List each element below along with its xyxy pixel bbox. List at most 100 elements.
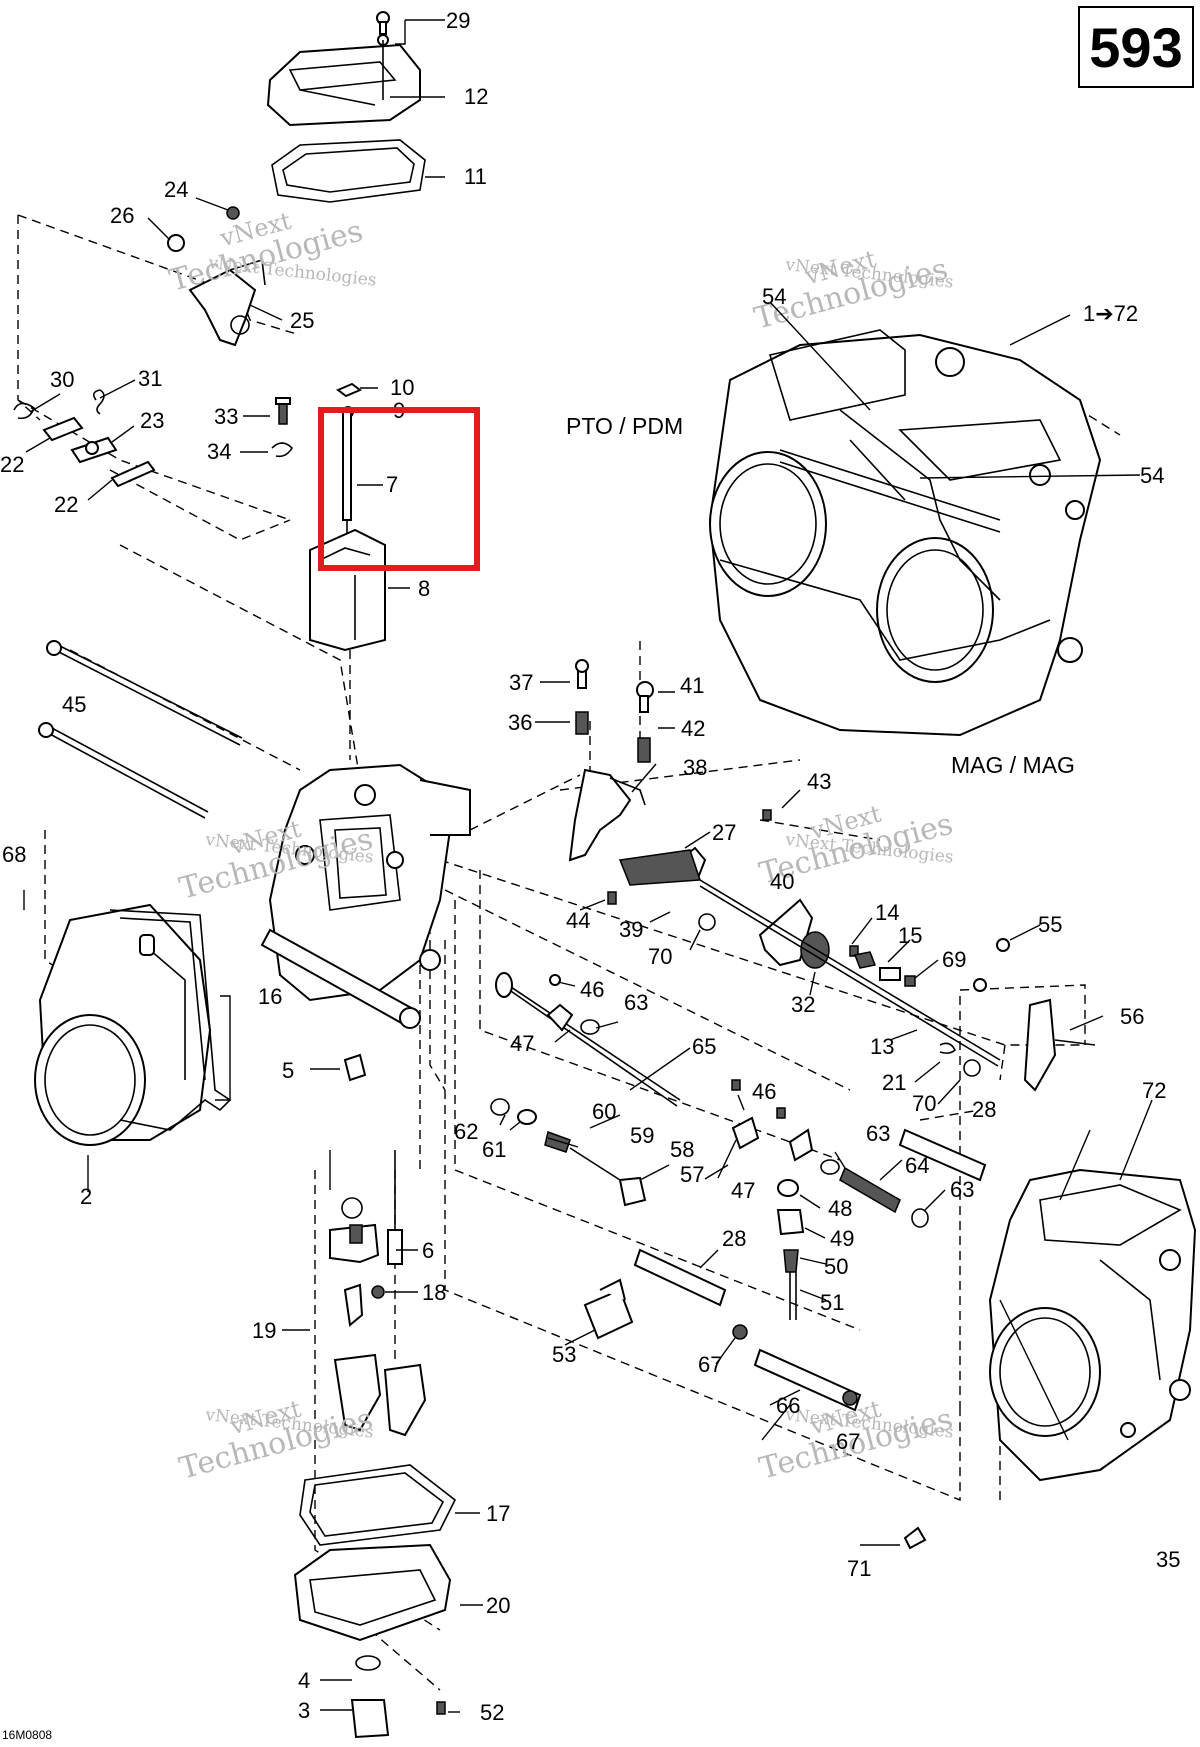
callout-63-low: 63 — [950, 1177, 974, 1202]
top-cover-gasket — [271, 139, 426, 203]
callout-32: 32 — [791, 992, 815, 1017]
callout-46-mid: 46 — [752, 1079, 776, 1104]
callout-26: 26 — [110, 203, 134, 228]
callout-49: 49 — [830, 1226, 854, 1251]
callout-35: 35 — [1156, 1547, 1180, 1572]
callout-65: 65 — [692, 1034, 716, 1059]
callout-13: 13 — [870, 1034, 894, 1059]
callout-61: 61 — [482, 1137, 506, 1162]
callout-7: 7 — [386, 472, 398, 497]
callout-29: 29 — [446, 8, 470, 33]
pto-caption: PTO / PDM — [566, 413, 683, 439]
callout-41: 41 — [680, 673, 704, 698]
callout-40: 40 — [770, 869, 794, 894]
callout-12: 12 — [464, 84, 488, 109]
callout-38: 38 — [683, 755, 707, 780]
carburetor-body — [260, 763, 471, 1082]
callout-66: 66 — [776, 1393, 800, 1418]
callout-70-mid: 70 — [648, 944, 672, 969]
callout-72: 72 — [1142, 1078, 1166, 1103]
callout-15: 15 — [898, 923, 922, 948]
callout-67-low: 67 — [836, 1429, 860, 1454]
callout-31: 31 — [138, 366, 162, 391]
intake-adaptor — [34, 903, 212, 1146]
leader-lines — [23, 19, 1153, 1713]
callout-50: 50 — [824, 1254, 848, 1279]
callout-53: 53 — [552, 1342, 576, 1367]
callout-67-mid: 67 — [698, 1352, 722, 1377]
callout-22-bottom: 22 — [54, 492, 78, 517]
highlight-box — [318, 407, 480, 571]
callout-21: 21 — [882, 1070, 906, 1095]
callout-14: 14 — [875, 900, 899, 925]
callout-28-mid: 28 — [722, 1226, 746, 1251]
carburetor-assembly-top — [708, 329, 1102, 737]
callout-17: 17 — [486, 1501, 510, 1526]
callout-37: 37 — [509, 670, 533, 695]
callout-24: 24 — [164, 177, 188, 202]
callout-42: 42 — [681, 716, 705, 741]
callout-63-top: 63 — [624, 990, 648, 1015]
callout-30: 30 — [50, 367, 74, 392]
callout-18: 18 — [422, 1280, 446, 1305]
carburetor-top-cover — [266, 11, 421, 127]
callout-labels: 29 12 11 24 26 25 1➔72 54 54 10 9 30 31 … — [0, 8, 1180, 1725]
callout-19: 19 — [252, 1318, 276, 1343]
long-bolts — [38, 640, 243, 819]
throttle-lever-bracket — [167, 206, 266, 347]
enrichener-parts — [490, 972, 987, 1550]
callout-36: 36 — [508, 710, 532, 735]
document-reference: 16M0808 — [2, 1728, 53, 1742]
callout-25: 25 — [290, 308, 314, 333]
float-bowl-parts — [293, 1150, 457, 1739]
callout-59: 59 — [630, 1123, 654, 1148]
callout-16: 16 — [258, 984, 282, 1009]
callout-33: 33 — [214, 404, 238, 429]
callout-23: 23 — [140, 408, 164, 433]
callout-46-top: 46 — [580, 977, 604, 1002]
callout-60: 60 — [592, 1099, 616, 1124]
callout-64: 64 — [905, 1153, 929, 1178]
callout-39: 39 — [619, 917, 643, 942]
callout-70-right: 70 — [912, 1091, 936, 1116]
callout-71: 71 — [847, 1556, 871, 1581]
callout-20: 20 — [486, 1593, 510, 1618]
callout-54-top: 54 — [762, 284, 786, 309]
callout-47-mid: 47 — [731, 1178, 755, 1203]
callout-58: 58 — [670, 1137, 694, 1162]
choke-mechanism — [568, 659, 1096, 1092]
callout-69: 69 — [942, 947, 966, 972]
callout-3: 3 — [298, 1698, 310, 1723]
callout-34: 34 — [207, 439, 231, 464]
callout-52: 52 — [480, 1700, 504, 1725]
callout-48: 48 — [828, 1196, 852, 1221]
callout-45: 45 — [62, 692, 86, 717]
callout-4: 4 — [298, 1668, 310, 1693]
callout-68: 68 — [2, 842, 26, 867]
callout-51: 51 — [820, 1290, 844, 1315]
callout-11: 11 — [464, 164, 487, 189]
callout-62: 62 — [454, 1119, 478, 1144]
callout-8: 8 — [418, 576, 430, 601]
linkage-small-parts — [13, 382, 362, 488]
callout-47-top: 47 — [510, 1031, 534, 1056]
callout-44: 44 — [566, 908, 590, 933]
callout-57: 57 — [680, 1162, 704, 1187]
mag-caption: MAG / MAG — [951, 752, 1075, 778]
callout-10: 10 — [390, 375, 414, 400]
callout-5: 5 — [282, 1058, 294, 1083]
callout-54-right: 54 — [1140, 463, 1164, 488]
callout-55: 55 — [1038, 912, 1062, 937]
callout-27: 27 — [712, 820, 736, 845]
callout-28-right: 28 — [972, 1097, 996, 1122]
callout-43: 43 — [807, 769, 831, 794]
callout-1-72: 1➔72 — [1083, 301, 1138, 326]
callout-63-mid: 63 — [866, 1121, 890, 1146]
carburetor-assembly-bottom — [988, 1168, 1197, 1482]
throttle-slide — [309, 528, 386, 652]
intake-gasket — [109, 909, 232, 1131]
watermarks: vNext Technologies vNext Technologies vN… — [166, 207, 957, 1487]
callout-6: 6 — [422, 1238, 434, 1263]
callout-22-top: 22 — [0, 452, 24, 477]
